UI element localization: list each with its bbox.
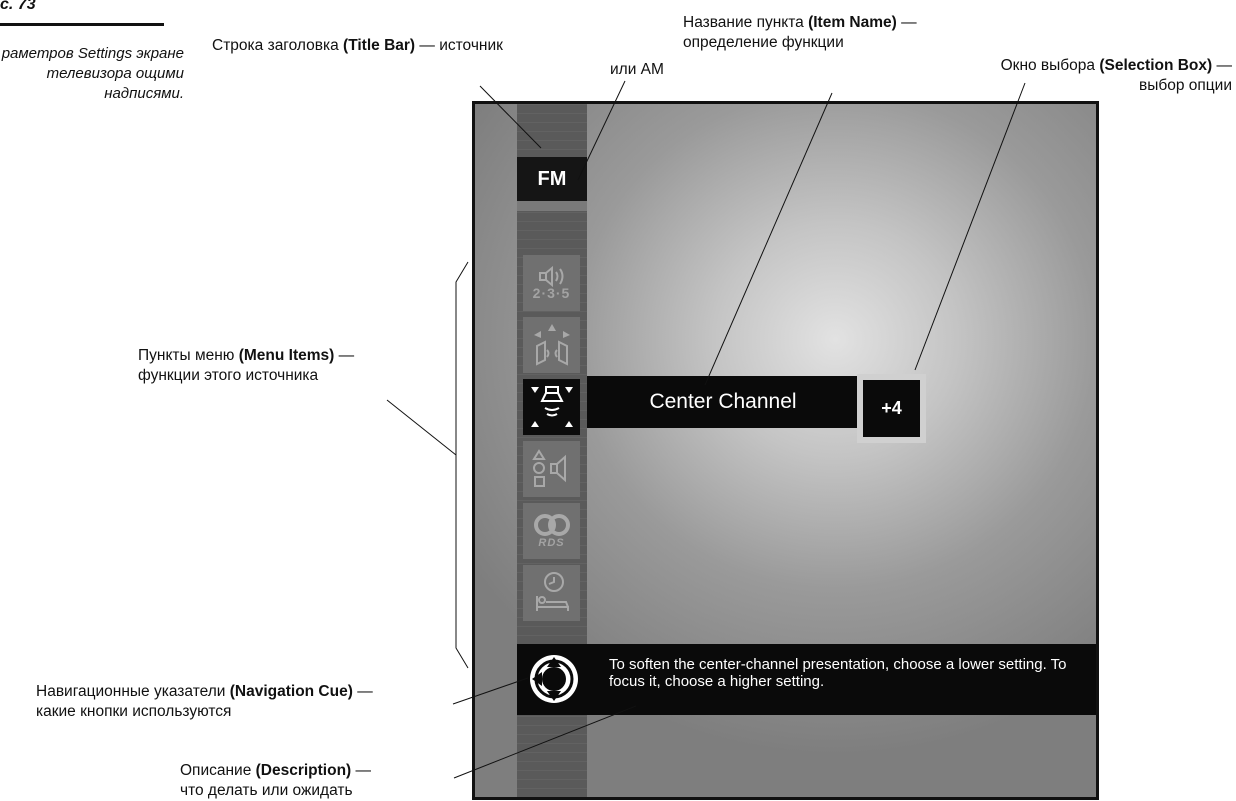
sleep-timer-icon <box>535 572 569 611</box>
annotation-title-bar: Строка заголовка (Title Bar) — источник <box>212 36 503 56</box>
menu-item-shapes-speaker[interactable] <box>523 441 580 497</box>
title-bar: FM <box>517 157 587 201</box>
description-text: To soften the center-channel presentatio… <box>609 656 1067 690</box>
center-channel-icon <box>530 386 573 427</box>
annotation-text: Пункты меню <box>138 347 239 364</box>
surround-speakers-icon <box>533 324 570 366</box>
annotation-text: Окно выбора <box>1000 57 1100 74</box>
title-separator <box>517 201 587 211</box>
menu-item-surround[interactable] <box>523 317 580 373</box>
side-note: раметров Settings экране телевизора ощим… <box>0 44 184 104</box>
menu-item-label: RDS <box>538 537 565 549</box>
annotation-term: (Description) <box>255 762 352 779</box>
annotation-text: Навигационные указатели <box>36 683 230 700</box>
menu-items-bracket <box>455 261 469 669</box>
side-note-line: ощими надписями. <box>104 65 184 102</box>
annotation-text: определение функции <box>683 34 844 51</box>
shapes-speaker-icon <box>531 449 566 487</box>
annotation-navigation-cue: Навигационные указатели (Navigation Cue)… <box>36 682 373 722</box>
annotation-text: — <box>352 683 373 700</box>
annotation-term: (Selection Box) <box>1099 57 1213 74</box>
page-rule <box>0 23 164 26</box>
annotation-text: функции этого источника <box>138 367 319 384</box>
annotation-text: — <box>896 14 917 31</box>
navigation-cue-icon <box>530 655 578 703</box>
annotation-term: (Item Name) <box>808 14 897 31</box>
annotation-text: Описание <box>180 762 256 779</box>
annotation-menu-items: Пункты меню (Menu Items) — функции этого… <box>138 346 354 386</box>
side-note-line: экране телевизора <box>46 45 184 82</box>
speaker-icon <box>538 265 563 287</box>
annotation-text: — <box>351 762 372 779</box>
item-name: Center Channel <box>649 390 797 413</box>
selection-box[interactable]: +4 <box>857 374 926 443</box>
annotation-text: — <box>1212 57 1232 74</box>
annotation-text: — источник <box>415 37 503 54</box>
annotation-term: (Title Bar) <box>343 37 416 54</box>
page-number: с. 73 <box>0 0 36 13</box>
annotation-text: — <box>334 347 355 364</box>
description-bar: To soften the center-channel presentatio… <box>517 644 1096 715</box>
selection-value: +4 <box>863 380 920 437</box>
annotation-text: выбор опции <box>1138 77 1232 94</box>
menu-item-label: 2·3·5 <box>532 285 571 301</box>
annotation-item-name: Название пункта (Item Name) — определени… <box>683 13 917 53</box>
annotation-text: Название пункта <box>683 14 809 31</box>
annotation-term: (Menu Items) <box>238 347 335 364</box>
menu-item-speaker-setup[interactable]: 2·3·5 <box>523 255 580 311</box>
annotation-text: Строка заголовка <box>212 37 344 54</box>
annotation-text: какие кнопки используются <box>36 703 232 720</box>
annotation-description: Описание (Description) — что делать или … <box>180 761 371 801</box>
item-name-bar: Center Channel <box>587 376 859 428</box>
annotation-selection-box: Окно выбора (Selection Box) — выбор опци… <box>1001 56 1232 96</box>
side-note-line: раметров Settings <box>1 45 133 62</box>
leader-menu-items <box>386 399 457 456</box>
rds-icon <box>533 514 570 536</box>
annotation-term: (Navigation Cue) <box>229 683 353 700</box>
menu-item-sleep-timer[interactable] <box>523 565 580 621</box>
annotation-text: что делать или ожидать <box>180 782 353 799</box>
tv-screen: FM 2·3·5 <box>472 101 1099 800</box>
annotation-title-bar-line2: или AM <box>610 61 664 78</box>
menu-item-rds[interactable]: RDS <box>523 503 580 559</box>
menu-item-center-channel[interactable] <box>523 379 580 435</box>
